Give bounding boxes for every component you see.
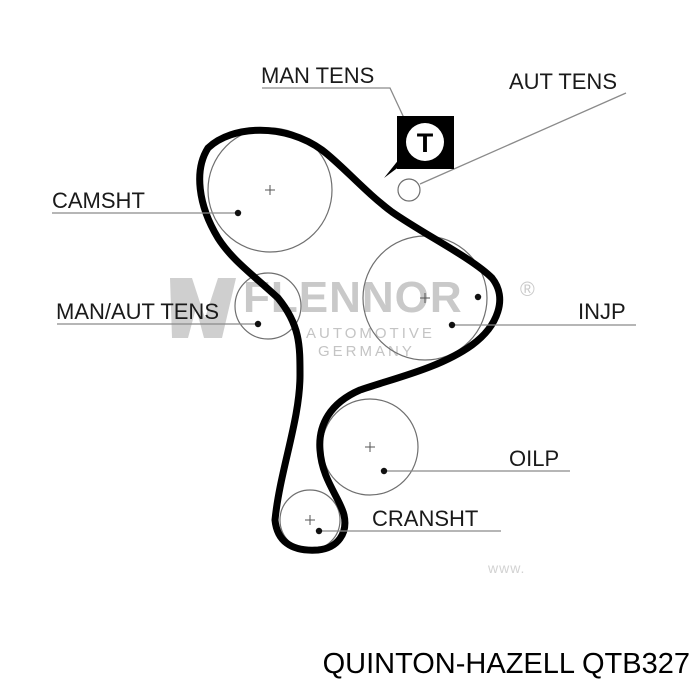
label-aut-tens: AUT TENS — [509, 69, 617, 94]
watermark-registered-mark: ® — [520, 279, 535, 301]
part-number-caption: QUINTON-HAZELL QTB327 — [323, 648, 690, 680]
dot-man-aut-tens — [254, 320, 262, 328]
dot-cransht — [315, 527, 323, 535]
camshaft-center-mark — [265, 185, 275, 195]
tensioner-callout-circle — [406, 123, 444, 161]
flennor-logo-icon — [170, 278, 236, 338]
crankshaft-center-mark — [305, 515, 315, 525]
label-man-tens: MAN TENS — [261, 63, 374, 88]
tensioner-callout: T — [384, 116, 454, 178]
leader-aut-tens — [419, 92, 627, 185]
dot-injp-upper — [474, 293, 482, 301]
watermark-website: www. — [487, 560, 525, 576]
auto-tensioner-pulley — [397, 178, 421, 202]
injection-pump-center-mark — [420, 293, 430, 303]
timing-belt — [196, 126, 504, 554]
tensioner-callout-pointer — [384, 158, 408, 178]
leader-man-tens — [262, 87, 405, 119]
dot-camsht — [234, 209, 242, 217]
dot-oilp — [380, 467, 388, 475]
watermark-line-automotive: AUTOMOTIVE — [306, 325, 435, 342]
label-camsht: CAMSHT — [52, 188, 145, 213]
label-cransht: CRANSHT — [372, 506, 478, 531]
dot-injp — [448, 321, 456, 329]
tensioner-symbol-text: T — [417, 128, 434, 158]
oil-pump-center-mark — [365, 442, 375, 452]
manual-auto-tensioner-pulley — [234, 272, 302, 340]
label-injp: INJP — [578, 299, 626, 324]
watermark-line-germany: GERMANY — [318, 343, 415, 360]
label-oilp: OILP — [509, 446, 559, 471]
label-man-aut-tens: MAN/AUT TENS — [56, 299, 219, 324]
